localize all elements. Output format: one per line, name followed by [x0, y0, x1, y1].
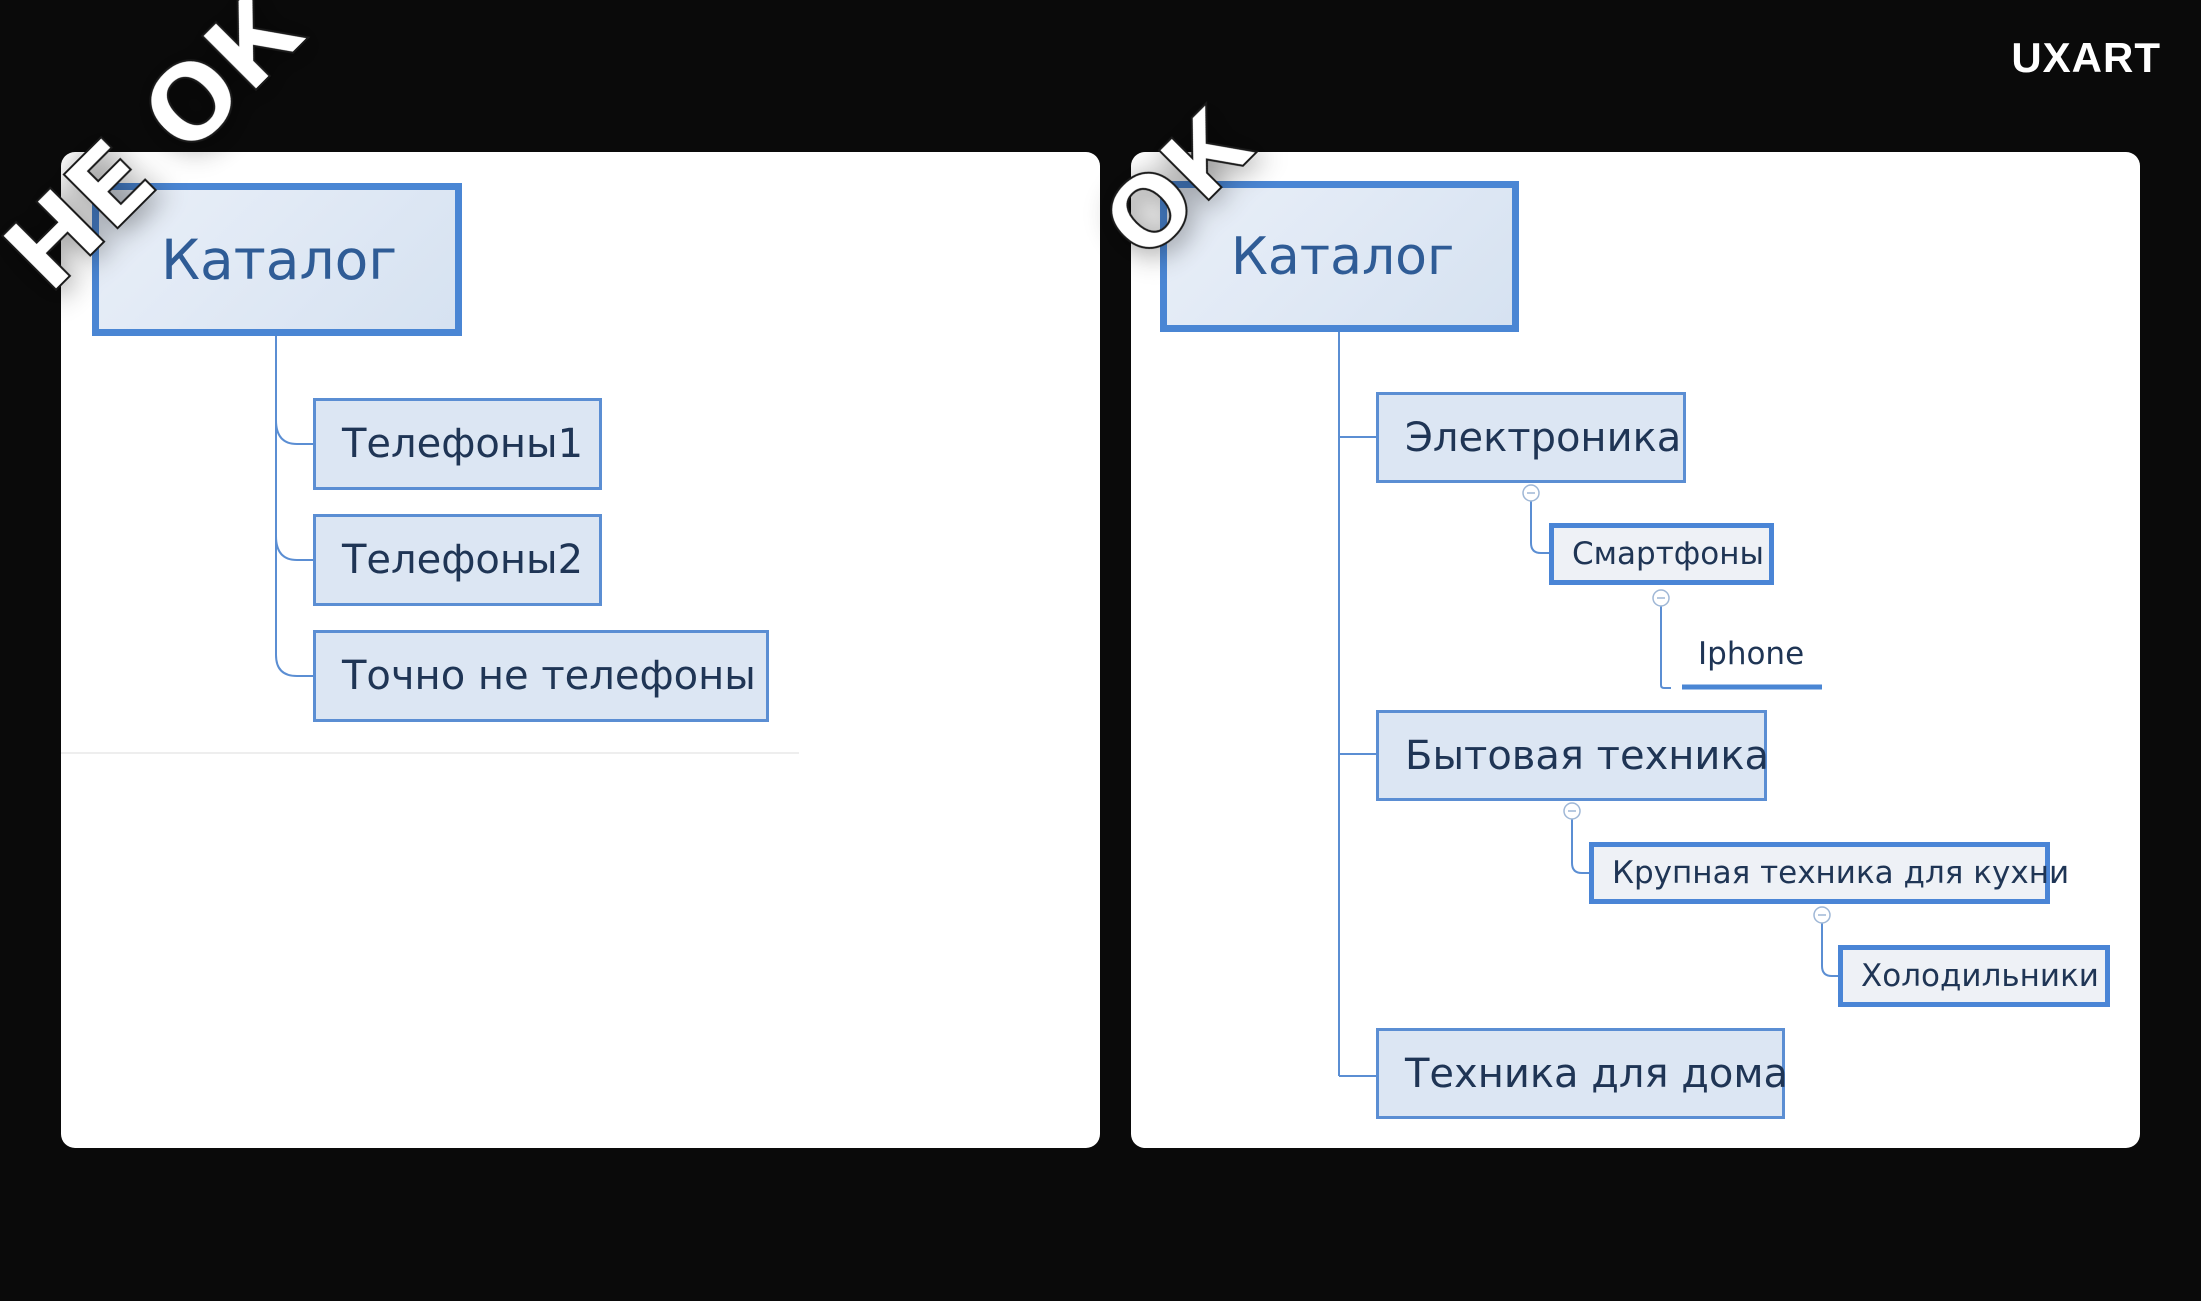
iphone-node: Iphone	[1698, 636, 1805, 672]
bad-example-panel: Каталог Телефоны1 Телефоны2 Точно не тел…	[61, 152, 1100, 1148]
phones1-node: Телефоны1	[313, 398, 602, 490]
smartphones-node: Смартфоны	[1549, 523, 1774, 585]
brand-logo: UXART	[2011, 34, 2161, 81]
appliances-node: Бытовая техника	[1376, 710, 1769, 801]
catalog-root-node: Каталог	[92, 183, 462, 336]
catalog-root-node: Каталог	[1160, 181, 1519, 332]
kitchen-appliances-node: Крупная техника для кухни	[1589, 842, 2069, 904]
phones2-node: Телефоны2	[313, 514, 602, 606]
electronics-node: Электроника	[1376, 392, 1686, 483]
fridges-node: Холодильники	[1838, 945, 2110, 1007]
divider	[61, 752, 799, 754]
good-example-panel: Каталог Электроника Смартфоны Iphone Быт…	[1131, 152, 2140, 1148]
home-appliances-node: Техника для дома	[1376, 1028, 1788, 1119]
not-phones-node: Точно не телефоны	[313, 630, 769, 722]
